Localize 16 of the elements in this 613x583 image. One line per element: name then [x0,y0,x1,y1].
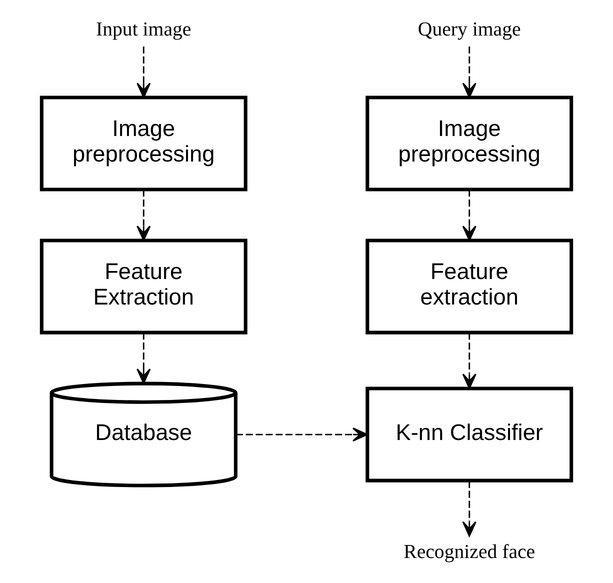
arrow [462,480,476,537]
node-box: Feature Extraction [40,238,248,334]
node-text: Query image [418,18,521,40]
node-box: K-nn Classifier [366,386,574,482]
node-text: Recognized face [404,541,536,564]
arrow [136,332,151,384]
arrow [136,190,151,242]
arrow [136,46,151,98]
node-box: Image preprocessing [366,96,574,192]
node-text: Input image [96,18,192,40]
node-box: Image preprocessing [40,96,248,192]
arrow [462,190,476,242]
arrow [462,332,476,389]
arrow [462,46,476,98]
arrow [236,427,368,442]
node-box: Feature extraction [366,238,574,334]
